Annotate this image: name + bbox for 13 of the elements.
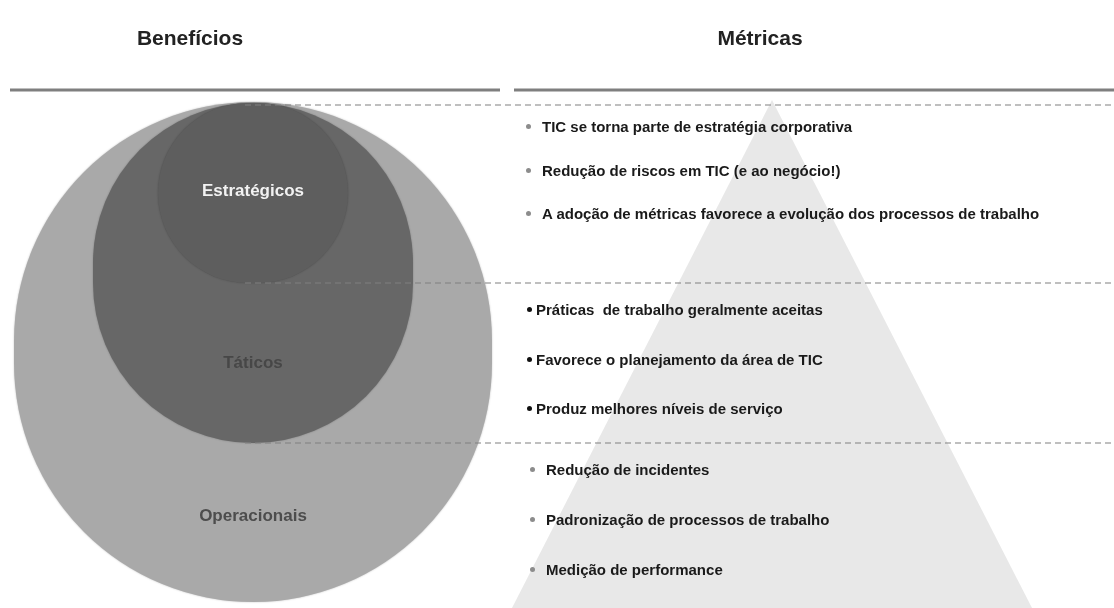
metric-text: Favorece o planejamento da área de TIC	[536, 350, 823, 370]
circle-label: Operacionais	[198, 505, 308, 527]
column-heading: Métricas	[716, 25, 804, 51]
metric-text: Produz melhores níveis de serviço	[536, 399, 783, 419]
metric-text: TIC se torna parte de estratégia corporativa	[542, 117, 853, 137]
circle-label: Estratégicos	[200, 180, 305, 202]
metric-text: Padronização de processos de trabalho	[546, 510, 830, 530]
metric-text: Práticas de trabalho geralmente aceitas	[536, 300, 823, 320]
column-heading: Benefícios	[135, 25, 245, 51]
metric-text: A adoção de métricas favorece a evolução dos processos de trabalho	[542, 204, 1040, 224]
metric-text: Redução de riscos em TIC (e ao negócio!)	[542, 161, 841, 181]
metric-text: Medição de performance	[546, 560, 723, 580]
metric-text: Redução de incidentes	[546, 460, 710, 480]
